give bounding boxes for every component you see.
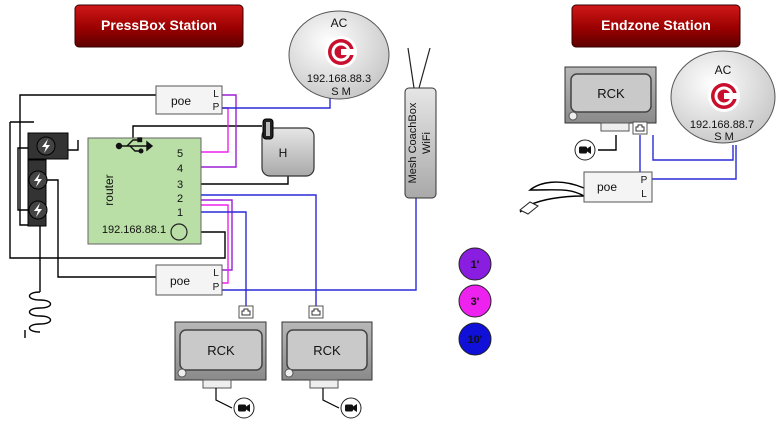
ac-cable-10ft	[652, 135, 734, 161]
poe-injector-bottom[interactable]: poe L P	[155, 264, 223, 296]
coil-cable	[519, 181, 587, 213]
camera-cable	[598, 135, 617, 151]
legend-1ft: 1'	[471, 259, 480, 271]
patch-cable-3ft	[188, 204, 229, 284]
rck-cable-10ft	[188, 194, 317, 306]
endzone-station-label: Endzone Station	[601, 17, 711, 33]
antenna-icon	[407, 47, 415, 89]
poe-port-p: P	[213, 282, 220, 293]
power-plug-icon	[519, 201, 539, 215]
cable-length-legend: 1' 3' 10'	[458, 247, 492, 356]
ac-cable-10ft	[222, 96, 331, 109]
camera-icon	[340, 397, 362, 419]
camera-icon	[574, 139, 596, 161]
ac-label: AC	[715, 63, 732, 77]
ethernet-icon[interactable]	[308, 305, 324, 319]
poe-port-p: P	[641, 175, 648, 186]
power-cable	[19, 94, 156, 226]
ac-endzone[interactable]: AC 192.168.88.7 S M	[670, 50, 776, 144]
ac-pressbox[interactable]: AC 192.168.88.3 S M	[288, 10, 390, 100]
rck-left[interactable]: RCK	[174, 321, 267, 419]
power-cable	[46, 179, 156, 278]
poe-port-l: L	[213, 89, 219, 100]
legend-10ft: 10'	[468, 334, 483, 346]
rck-label: RCK	[207, 343, 235, 358]
usb-icon	[115, 137, 154, 154]
endzone-station-title: Endzone Station	[571, 4, 741, 48]
hub-label: H	[279, 146, 288, 160]
antenna-icon	[418, 47, 431, 89]
power-cable	[68, 140, 79, 151]
router-port-3[interactable]: 3	[177, 179, 183, 191]
router-ports: 5 4 3 2 1	[177, 148, 183, 219]
poe-port-l: L	[641, 189, 647, 200]
hub-cable	[188, 176, 289, 185]
power-port-icon	[170, 223, 188, 241]
legend-3ft: 3'	[471, 296, 480, 308]
poe-injector-top[interactable]: poe L P	[155, 85, 223, 115]
ac-logo-icon	[325, 36, 357, 68]
rck-cable-10ft	[188, 211, 247, 306]
ethernet-icon[interactable]	[238, 305, 254, 319]
poe-port-p: P	[213, 102, 220, 113]
router-port-5[interactable]: 5	[177, 148, 183, 160]
router-label: router	[102, 174, 116, 205]
rck-label: RCK	[597, 86, 625, 101]
pressbox-station-title: PressBox Station	[74, 4, 244, 48]
lightning-icon	[36, 136, 56, 156]
ac-logo-icon	[708, 80, 740, 112]
patch-cable-1ft	[188, 94, 237, 168]
mesh-label: Mesh CoachBox	[407, 102, 419, 183]
router-port-4[interactable]: 4	[177, 163, 183, 175]
poe-label: poe	[170, 274, 190, 288]
router[interactable]: router 192.168.88.1	[87, 137, 202, 245]
ac-ports: S M	[331, 86, 351, 98]
ac-ip: 192.168.88.3	[307, 73, 371, 85]
router-port-1[interactable]: 1	[177, 207, 183, 219]
ethernet-icon[interactable]	[632, 121, 648, 135]
cables	[9, 94, 737, 338]
power-cable	[17, 147, 34, 211]
ac-ports: S M	[714, 131, 734, 143]
mesh-cable-10ft	[222, 198, 417, 291]
rck-endzone[interactable]: RCK	[564, 66, 657, 132]
poe-label: poe	[597, 180, 617, 194]
rck-label: RCK	[313, 343, 341, 358]
lightning-icon	[28, 200, 48, 220]
power-cable	[9, 122, 226, 259]
ac-ip: 192.168.88.7	[690, 119, 754, 131]
hub[interactable]: H	[261, 118, 315, 177]
coil-cable	[24, 226, 52, 338]
router-ip: 192.168.88.1	[102, 224, 166, 236]
ac-label: AC	[331, 16, 348, 30]
ac-cable-10ft	[653, 145, 737, 180]
mesh-coachbox[interactable]: Mesh CoachBox WiFi	[404, 47, 437, 199]
power-strip[interactable]	[27, 132, 69, 227]
camera-icon	[233, 397, 255, 419]
pressbox-station-label: PressBox Station	[101, 17, 217, 33]
lightning-icon	[28, 170, 48, 190]
poe-port-l: L	[213, 268, 219, 279]
poe-injector-endzone[interactable]: poe P L	[583, 171, 653, 203]
mesh-wifi-label: WiFi	[421, 132, 433, 154]
patch-cable-1ft	[188, 199, 233, 271]
rck-right[interactable]: RCK	[281, 321, 373, 419]
router-port-2[interactable]: 2	[177, 193, 183, 205]
poe-label: poe	[171, 94, 191, 108]
